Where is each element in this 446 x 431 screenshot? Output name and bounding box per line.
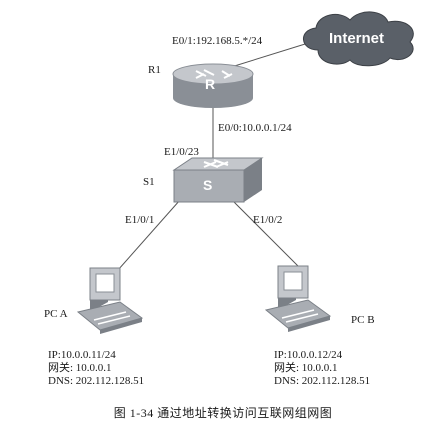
switch-name-label: S1	[143, 176, 155, 188]
switch-port-a-label: E1/0/1	[125, 214, 155, 226]
pc-a-icon	[76, 267, 144, 334]
pc-b-icon	[264, 265, 332, 332]
router-wan-port-label: E0/1:192.168.5.*/24	[172, 35, 263, 47]
pc-b-info: IP:10.0.0.12/24 网关: 10.0.0.1 DNS: 202.11…	[274, 349, 370, 388]
switch-port-b-label: E1/0/2	[253, 214, 283, 226]
pc-a-gateway: 网关: 10.0.0.1	[48, 362, 112, 374]
link-switch-pcb	[231, 199, 301, 269]
pc-a-ip: IP:10.0.0.11/24	[48, 349, 116, 361]
link-router-internet	[227, 39, 319, 69]
router-lan-port-label: E0/0:10.0.0.1/24	[218, 122, 292, 134]
switch-icon	[172, 157, 264, 203]
pc-b-name: PC B	[351, 314, 375, 326]
figure-caption: 图 1-34 通过地址转换访问互联网组网图	[113, 406, 333, 420]
pc-b-dns: DNS: 202.112.128.51	[274, 375, 371, 387]
internet-label: Internet	[329, 30, 385, 47]
router-name-label: R1	[148, 64, 161, 76]
pc-a-dns: DNS: 202.112.128.51	[48, 375, 145, 387]
switch-uplink-port-label: E1/0/23	[164, 146, 199, 158]
pc-a-info: IP:10.0.0.11/24 网关: 10.0.0.1 DNS: 202.11…	[48, 349, 144, 388]
internet-cloud-icon	[303, 11, 414, 67]
router-glyph: R	[205, 76, 216, 92]
pc-b-gateway: 网关: 10.0.0.1	[274, 362, 338, 374]
pc-b-ip: IP:10.0.0.12/24	[274, 349, 343, 361]
switch-glyph: S	[203, 177, 213, 193]
pc-a-name: PC A	[44, 308, 68, 320]
router-icon	[172, 63, 254, 108]
link-switch-pca	[117, 199, 181, 271]
